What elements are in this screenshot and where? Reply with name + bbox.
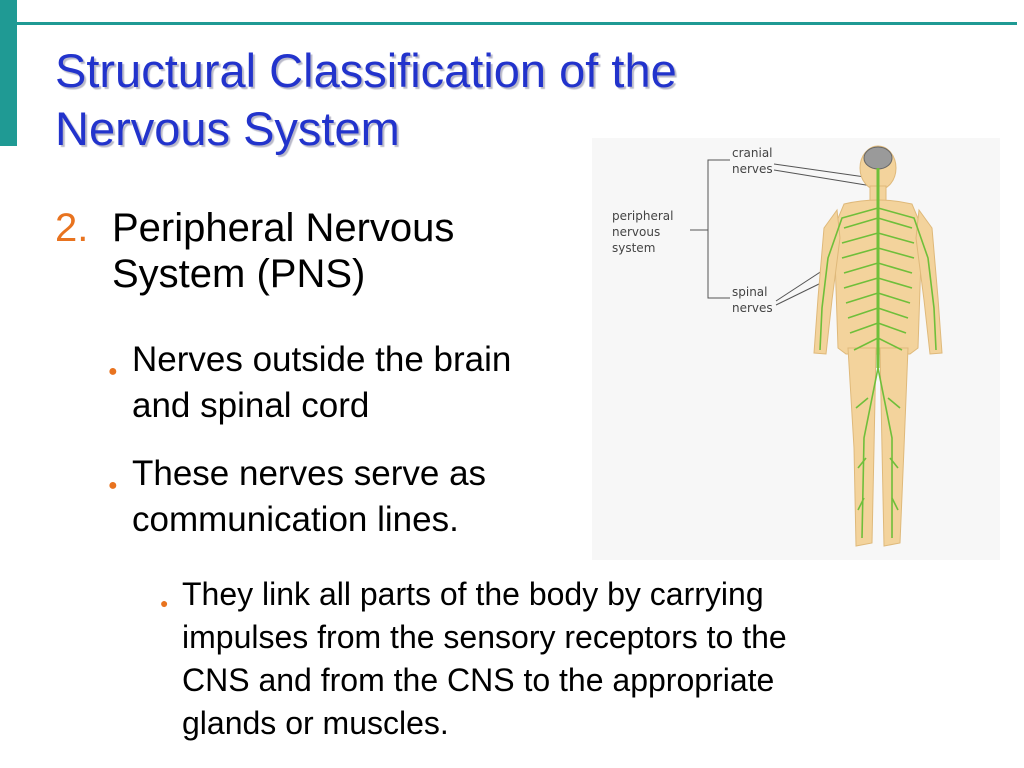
label-cranial-line-1: cranial xyxy=(732,146,773,160)
sub-bullet-link-parts: ● They link all parts of the body by car… xyxy=(160,573,980,745)
nervous-system-diagram: peripheral nervous system cranial nerves… xyxy=(592,138,1000,560)
item-heading-line-1: Peripheral Nervous xyxy=(112,206,455,250)
sub-bullet-line: impulses from the sensory receptors to t… xyxy=(182,619,787,655)
bullet-line: These nerves serve as xyxy=(132,454,487,493)
bullet-line: and spinal cord xyxy=(132,386,370,425)
label-cranial-line-2: nerves xyxy=(732,162,773,176)
label-peripheral-line-2: nervous xyxy=(612,225,660,239)
sub-bullet-line: They link all parts of the body by carry… xyxy=(182,576,764,612)
bullet-nerves-outside: ● Nerves outside the brain and spinal co… xyxy=(108,337,598,429)
nerve-network xyxy=(819,168,937,539)
bullet-dot-icon: ● xyxy=(108,363,118,380)
brain-icon xyxy=(863,146,893,170)
item-heading-line-2: System (PNS) xyxy=(112,252,366,296)
left-accent-bar xyxy=(0,0,17,146)
title-line-2: Nervous System xyxy=(55,102,400,155)
bullet-line: Nerves outside the brain xyxy=(132,340,512,379)
bullet-communication-lines: ● These nerves serve as communication li… xyxy=(108,451,578,543)
item-heading: Peripheral Nervous System (PNS) xyxy=(112,205,572,297)
label-peripheral-line-1: peripheral xyxy=(612,209,674,223)
sub-bullet-line: glands or muscles. xyxy=(182,705,449,741)
bullet-dot-icon: ● xyxy=(108,477,118,494)
bullet-line: communication lines. xyxy=(132,500,459,539)
top-accent-rule xyxy=(17,22,1017,25)
label-peripheral-line-3: system xyxy=(612,241,655,255)
sub-bullet-line: CNS and from the CNS to the appropriate xyxy=(182,662,775,698)
bullet-dot-icon: ● xyxy=(160,595,169,611)
title-line-1: Structural Classification of the xyxy=(55,44,677,97)
label-spinal-line-1: spinal xyxy=(732,285,768,299)
label-spinal-line-2: nerves xyxy=(732,301,773,315)
item-number: 2. xyxy=(55,206,89,250)
slide-title: Structural Classification of the Nervous… xyxy=(55,42,875,158)
